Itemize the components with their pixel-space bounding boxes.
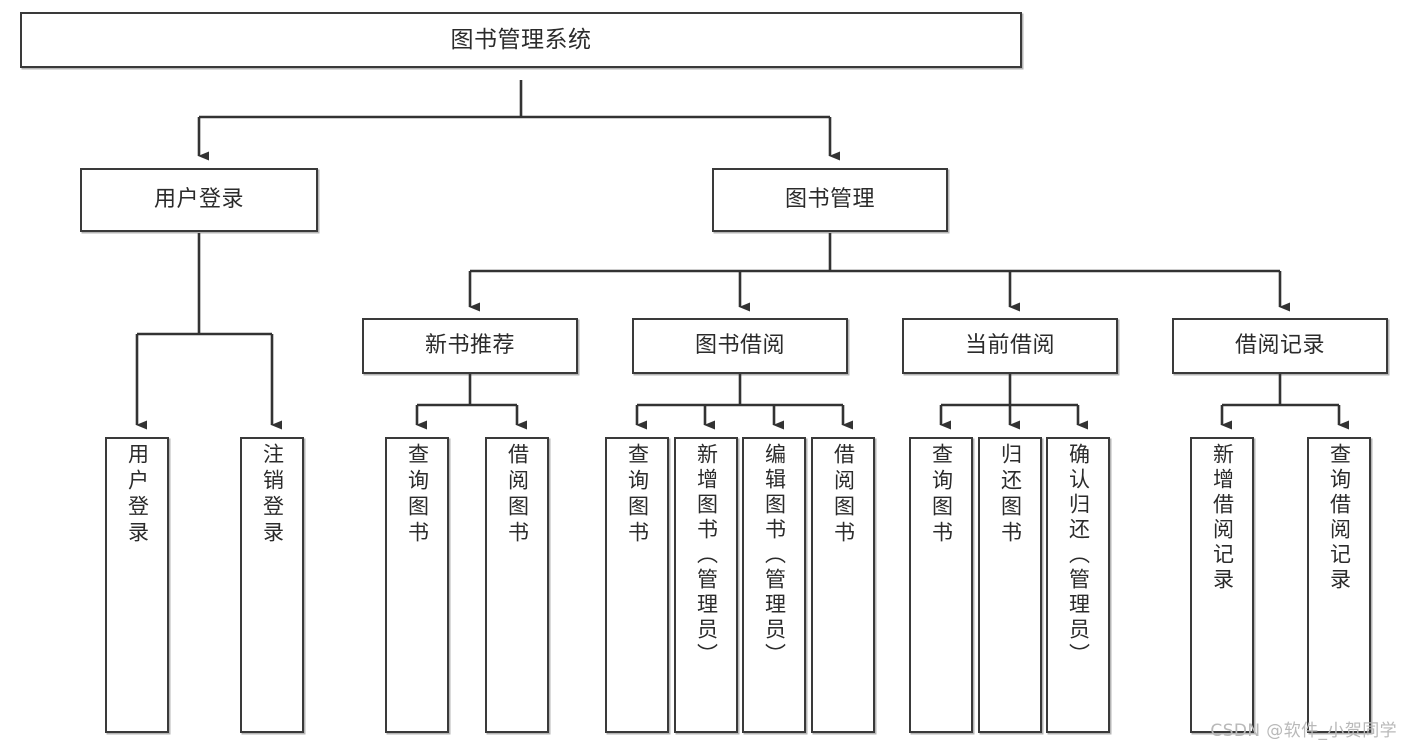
- node-label: 用户登录: [125, 443, 150, 547]
- node-label: 注销登录: [260, 443, 285, 547]
- node-root-book-management-system[interactable]: 图书管理系统: [20, 12, 1022, 68]
- node-label: 图书管理系统: [450, 26, 592, 53]
- node-user-login[interactable]: 用户登录: [80, 168, 318, 232]
- node-label: 查询借阅记录: [1327, 443, 1352, 593]
- node-book-borrowing[interactable]: 图书借阅: [632, 318, 848, 374]
- node-label: 新书推荐: [424, 333, 515, 359]
- node-current-borrowing[interactable]: 当前借阅: [902, 318, 1118, 374]
- node-label: 查询图书: [625, 443, 650, 547]
- leaf-current-borrow-confirm-return-admin[interactable]: 确认归还（管理员）: [1046, 437, 1110, 733]
- csdn-watermark: CSDN @软件_小贺同学: [1210, 721, 1397, 741]
- node-label: 查询图书: [405, 443, 430, 547]
- leaf-user-login-login[interactable]: 用户登录: [105, 437, 169, 733]
- leaf-book-borrow-query-book[interactable]: 查询图书: [605, 437, 669, 733]
- leaf-current-borrow-return-book[interactable]: 归还图书: [978, 437, 1042, 733]
- leaf-current-borrow-query-book[interactable]: 查询图书: [909, 437, 973, 733]
- leaf-borrow-record-query-record[interactable]: 查询借阅记录: [1307, 437, 1371, 733]
- leaf-new-book-query-book[interactable]: 查询图书: [385, 437, 449, 733]
- leaf-book-borrow-edit-book-admin[interactable]: 编辑图书（管理员）: [742, 437, 806, 733]
- node-label: 借阅图书: [831, 443, 856, 547]
- node-label: 新增图书（管理员）: [694, 443, 719, 668]
- node-borrowing-record[interactable]: 借阅记录: [1172, 318, 1388, 374]
- node-label: 查询图书: [929, 443, 954, 547]
- node-label: 借阅图书: [505, 443, 530, 547]
- node-label: 图书管理: [784, 187, 875, 213]
- node-label: 确认归还（管理员）: [1066, 443, 1091, 668]
- node-label: 归还图书: [998, 443, 1023, 547]
- node-label: 借阅记录: [1234, 333, 1325, 359]
- node-label: 编辑图书（管理员）: [762, 443, 787, 668]
- leaf-borrow-record-add-record[interactable]: 新增借阅记录: [1190, 437, 1254, 733]
- node-label: 用户登录: [153, 187, 244, 213]
- node-book-management[interactable]: 图书管理: [712, 168, 948, 232]
- leaf-new-book-borrow-book[interactable]: 借阅图书: [485, 437, 549, 733]
- node-new-book-recommendation[interactable]: 新书推荐: [362, 318, 578, 374]
- node-label: 图书借阅: [694, 333, 785, 359]
- leaf-user-login-logout[interactable]: 注销登录: [240, 437, 304, 733]
- node-label: 新增借阅记录: [1210, 443, 1235, 593]
- leaf-book-borrow-add-book-admin[interactable]: 新增图书（管理员）: [674, 437, 738, 733]
- node-label: 当前借阅: [964, 333, 1055, 359]
- leaf-book-borrow-borrow-book[interactable]: 借阅图书: [811, 437, 875, 733]
